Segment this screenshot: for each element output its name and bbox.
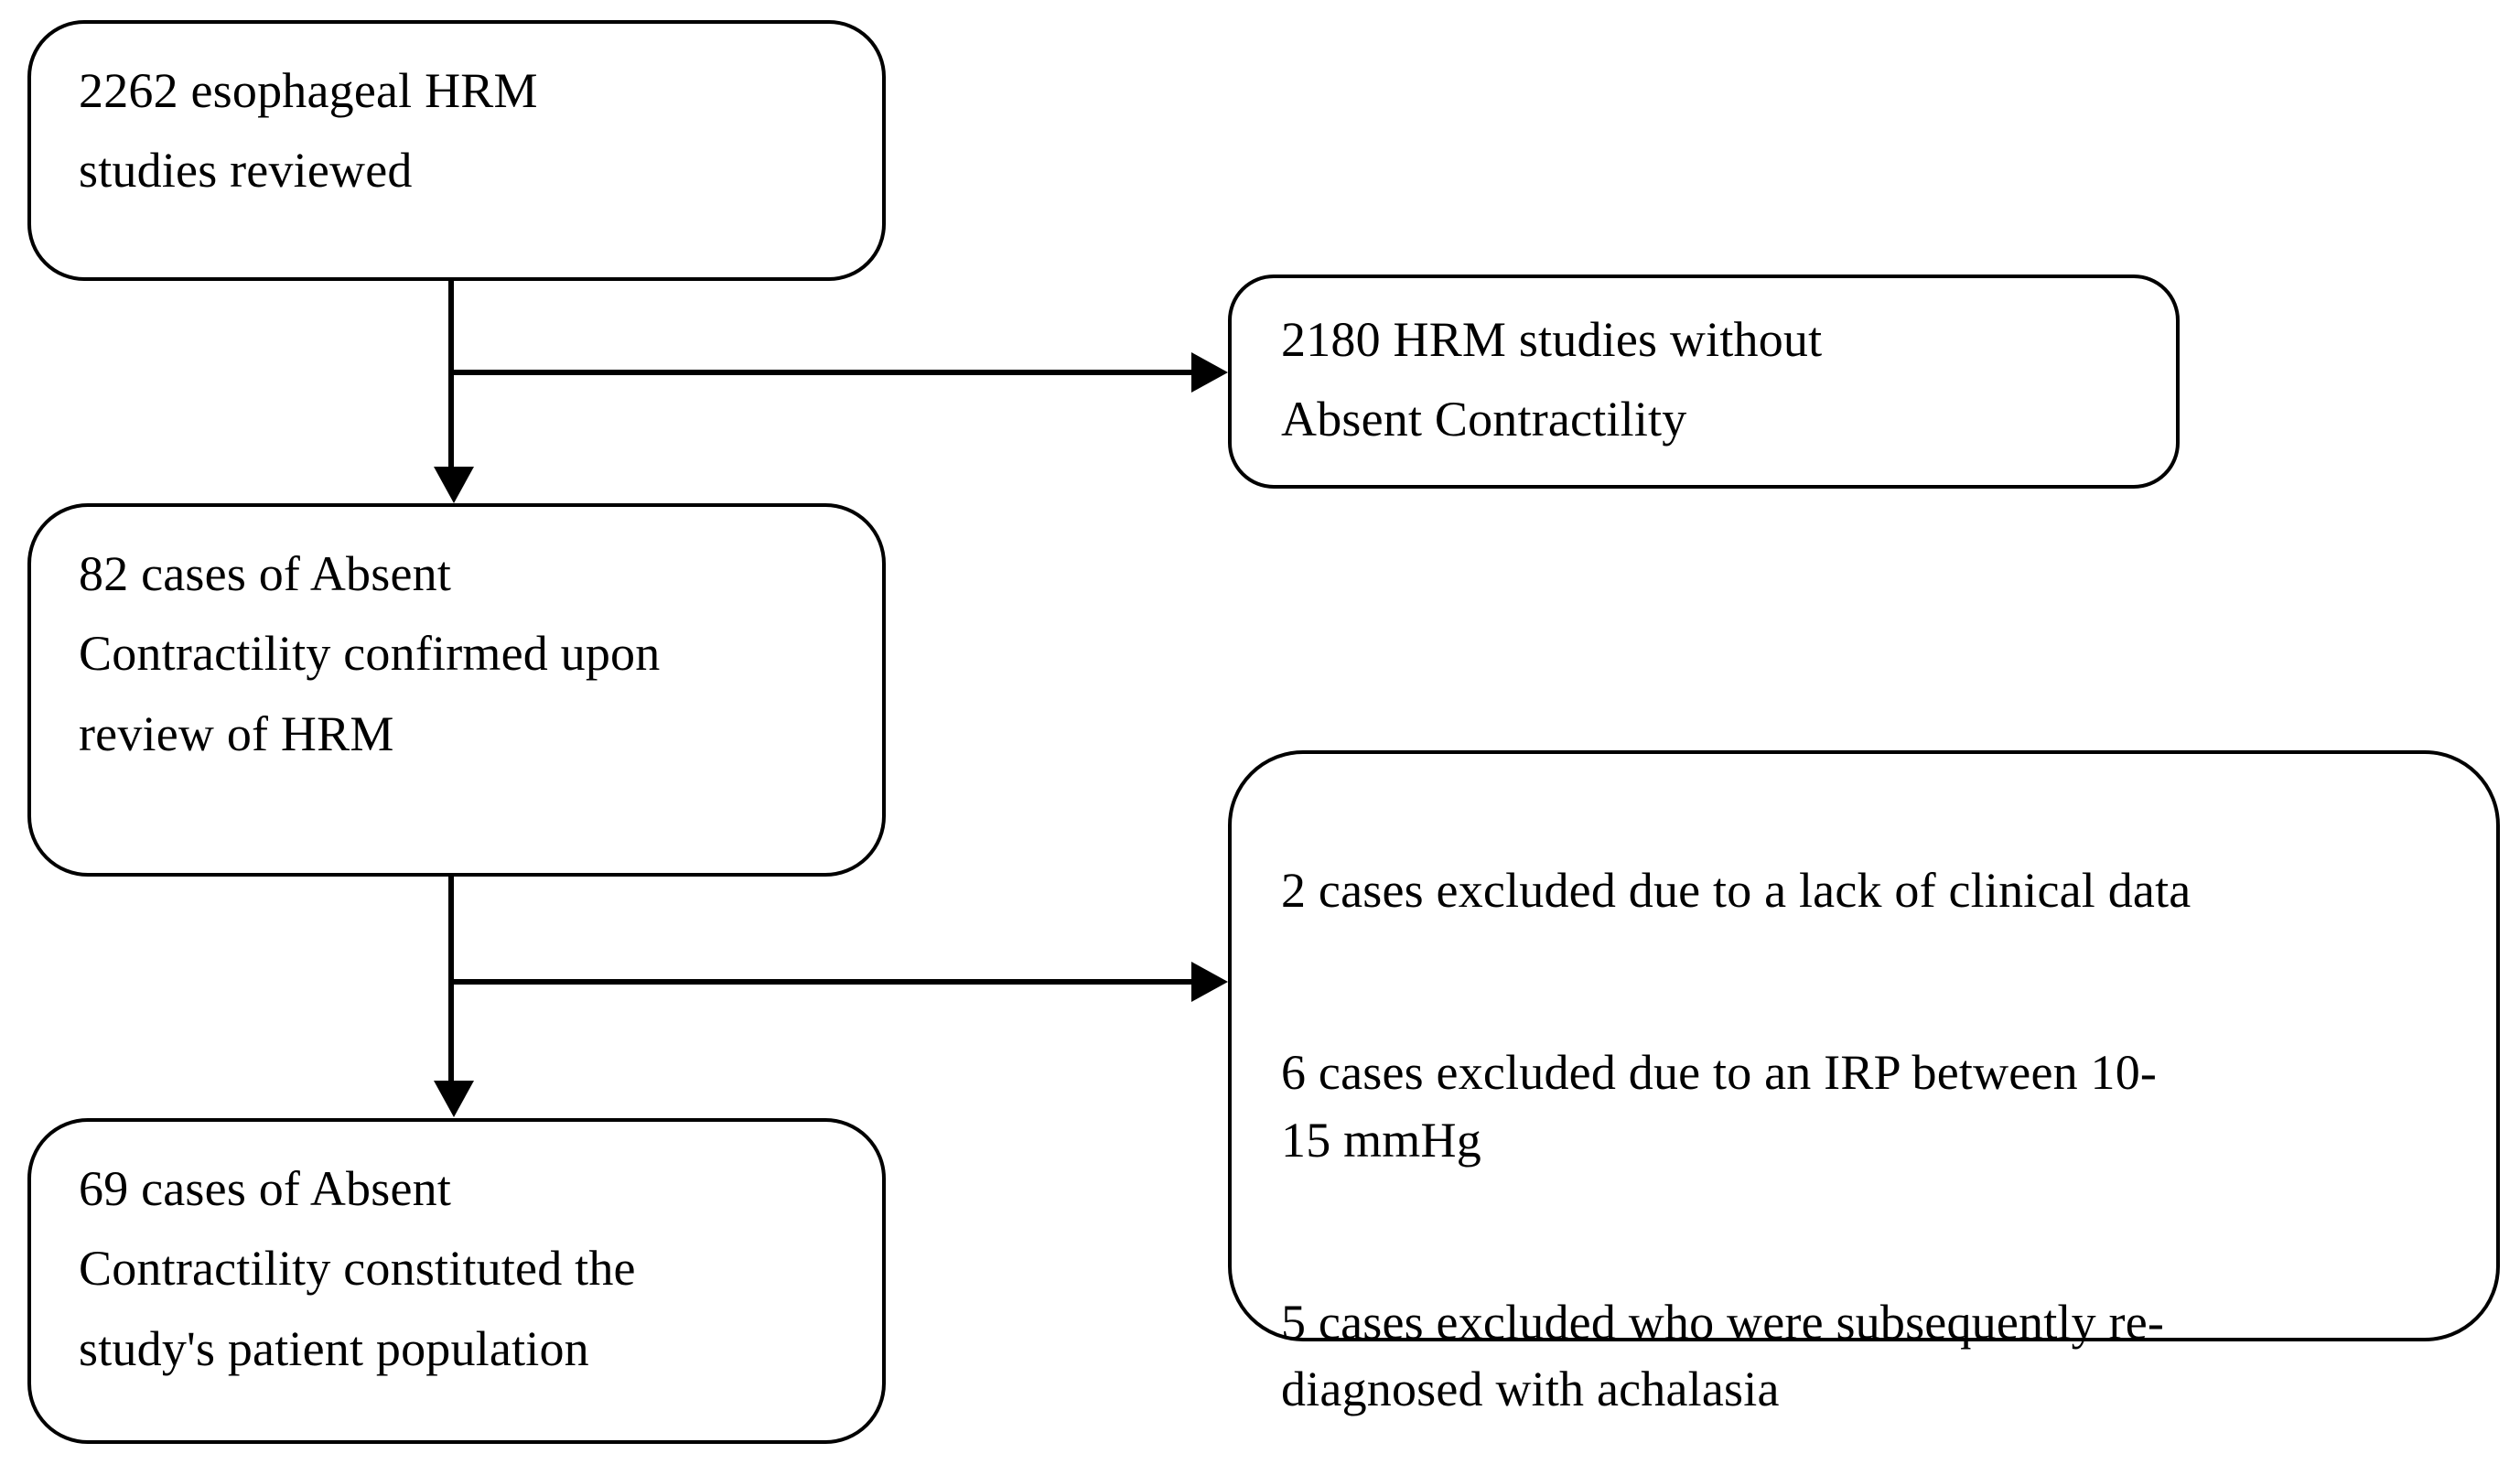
- arrow-down-icon: [434, 1081, 474, 1117]
- excluded-case-reason-1: 2 cases excluded due to a lack of clinic…: [1281, 863, 2192, 919]
- node-study-population: 69 cases of Absent Contractility constit…: [27, 1118, 886, 1444]
- node-studies-without-absent-contractility: 2180 HRM studies without Absent Contract…: [1228, 275, 2180, 489]
- excluded-case-reason-2: 6 cases excluded due to an IRP between 1…: [1281, 1045, 2158, 1168]
- node-study-population-label: 69 cases of Absent Contractility constit…: [79, 1161, 636, 1376]
- node-studies-reviewed-label: 2262 esophageal HRM studies reviewed: [79, 63, 538, 199]
- arrow-down-icon: [434, 467, 474, 503]
- node-excluded-cases: 2 cases excluded due to a lack of clinic…: [1228, 750, 2500, 1416]
- node-studies-without-absent-contractility-label: 2180 HRM studies without Absent Contract…: [1281, 312, 1823, 447]
- excluded-cases-list: 2 cases excluded due to a lack of clinic…: [1281, 791, 2191, 1475]
- node-studies-reviewed: 2262 esophageal HRM studies reviewed: [27, 20, 886, 281]
- arrow-right-icon: [1191, 352, 1228, 393]
- connector-confirmed-horizontal-line: [451, 979, 1194, 985]
- connector-reviewed-horizontal-line: [451, 370, 1194, 375]
- excluded-case-reason-3: 5 cases excluded who were subsequently r…: [1281, 1294, 2165, 1417]
- node-cases-confirmed: 82 cases of Absent Contractility confirm…: [27, 503, 886, 877]
- node-cases-confirmed-label: 82 cases of Absent Contractility confirm…: [79, 546, 661, 761]
- arrow-right-icon: [1191, 962, 1228, 1002]
